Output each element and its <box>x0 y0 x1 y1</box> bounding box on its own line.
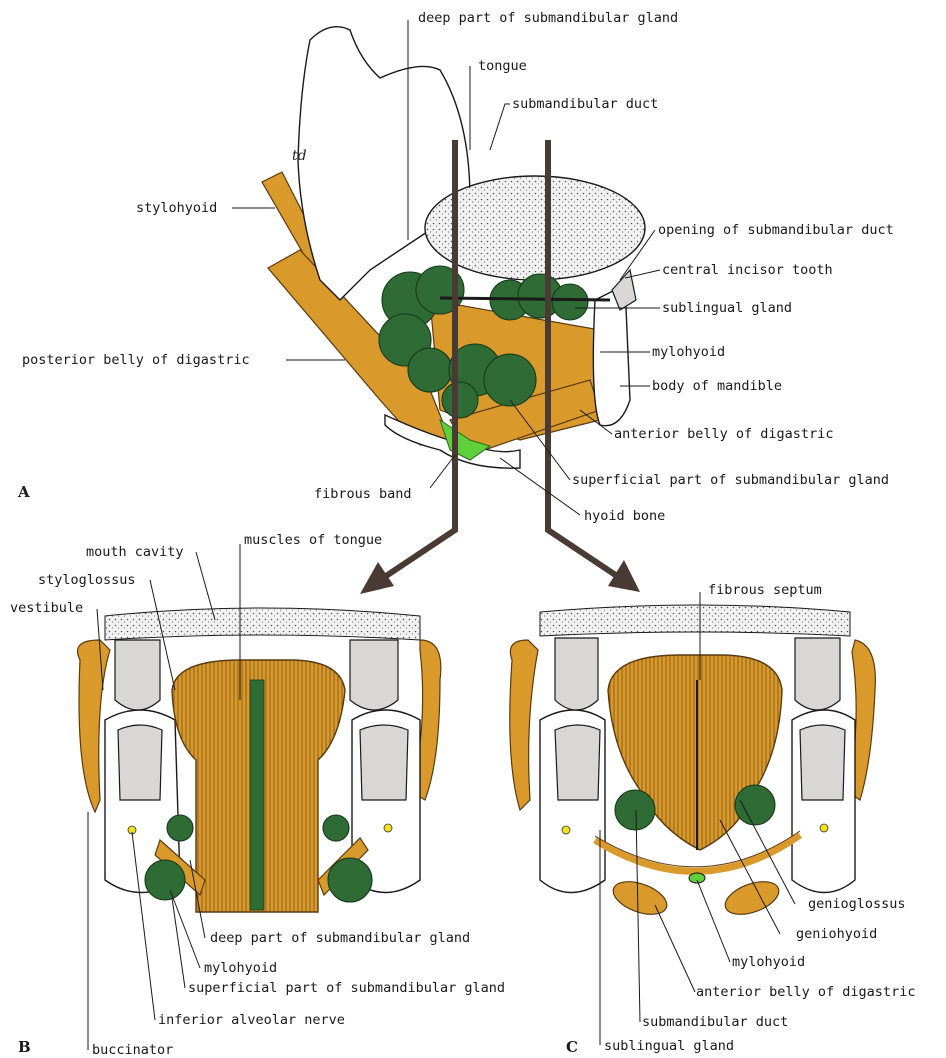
lower-tooth-left-b <box>118 725 162 800</box>
arrow-head-left <box>360 562 394 594</box>
label-styloglossus: styloglossus <box>38 572 136 588</box>
label-mouth-cavity: mouth cavity <box>86 544 184 560</box>
lower-tooth-right-c <box>800 725 845 800</box>
nerve-left-c <box>562 826 570 834</box>
label-fibrous-band: fibrous band <box>314 486 412 502</box>
fibrous-septum-b <box>250 680 264 910</box>
label-vestibule: vestibule <box>10 600 83 616</box>
label-superficial-part-a: superficial part of submandibular gland <box>572 472 889 488</box>
label-tongue-a: tongue <box>478 58 527 74</box>
upper-tooth-right-b <box>350 640 398 710</box>
label-mylohyoid-b: mylohyoid <box>204 960 277 976</box>
lower-tooth-left-c <box>555 725 600 800</box>
panel-b-drawing <box>78 608 441 912</box>
label-sublingual-gland-a: sublingual gland <box>662 300 792 316</box>
sublingual-gland-a <box>490 274 588 320</box>
label-deep-part-a: deep part of submandibular gland <box>418 10 678 26</box>
submandibular-duct-c <box>689 873 705 883</box>
label-central-incisor: central incisor tooth <box>662 262 833 278</box>
buccinator-left-c <box>510 640 538 810</box>
label-mylohyoid-a: mylohyoid <box>652 344 725 360</box>
label-buccinator: buccinator <box>92 1042 173 1058</box>
nerve-right-c <box>820 824 828 832</box>
palate-b <box>105 608 420 640</box>
panel-label-b: B <box>18 1038 31 1056</box>
label-geniohyoid: geniohyoid <box>796 926 877 942</box>
anterior-belly-right-c <box>721 875 783 920</box>
label-muscles-tongue: muscles of tongue <box>244 532 382 548</box>
label-mylohyoid-c: mylohyoid <box>732 954 805 970</box>
anterior-belly-left-c <box>609 875 671 920</box>
mandible-ramus <box>298 27 470 300</box>
palate-c <box>540 605 850 636</box>
submandibular-duct-a <box>440 298 610 300</box>
label-anterior-belly-c: anterior belly of digastric <box>696 984 915 1000</box>
label-opening-duct: opening of submandibular duct <box>658 222 894 238</box>
handwritten-td: td <box>292 148 307 164</box>
upper-tooth-right-c <box>795 638 840 710</box>
label-genioglossus: genioglossus <box>808 896 906 912</box>
label-anterior-belly-a: anterior belly of digastric <box>614 426 833 442</box>
upper-tooth-left-b <box>115 640 160 710</box>
label-body-mandible: body of mandible <box>652 378 782 394</box>
lower-tooth-right-b <box>360 725 408 800</box>
label-inferior-alveolar: inferior alveolar nerve <box>158 1012 345 1028</box>
label-sublingual-gland-c: sublingual gland <box>604 1038 734 1054</box>
label-deep-part-b: deep part of submandibular gland <box>210 930 470 946</box>
label-superficial-part-b: superficial part of submandibular gland <box>188 980 505 996</box>
label-hyoid-bone: hyoid bone <box>584 508 665 524</box>
panel-label-c: C <box>566 1038 578 1056</box>
panel-c-drawing <box>510 605 876 921</box>
label-submandibular-duct-a: submandibular duct <box>512 96 658 112</box>
upper-tooth-left-c <box>555 638 598 710</box>
label-fibrous-septum: fibrous septum <box>708 582 822 598</box>
label-stylohyoid: stylohyoid <box>136 200 217 216</box>
nerve-right-b <box>384 824 392 832</box>
label-submandibular-duct-c: submandibular duct <box>642 1014 788 1030</box>
panel-label-a: A <box>17 483 30 501</box>
label-posterior-belly: posterior belly of digastric <box>22 352 250 368</box>
